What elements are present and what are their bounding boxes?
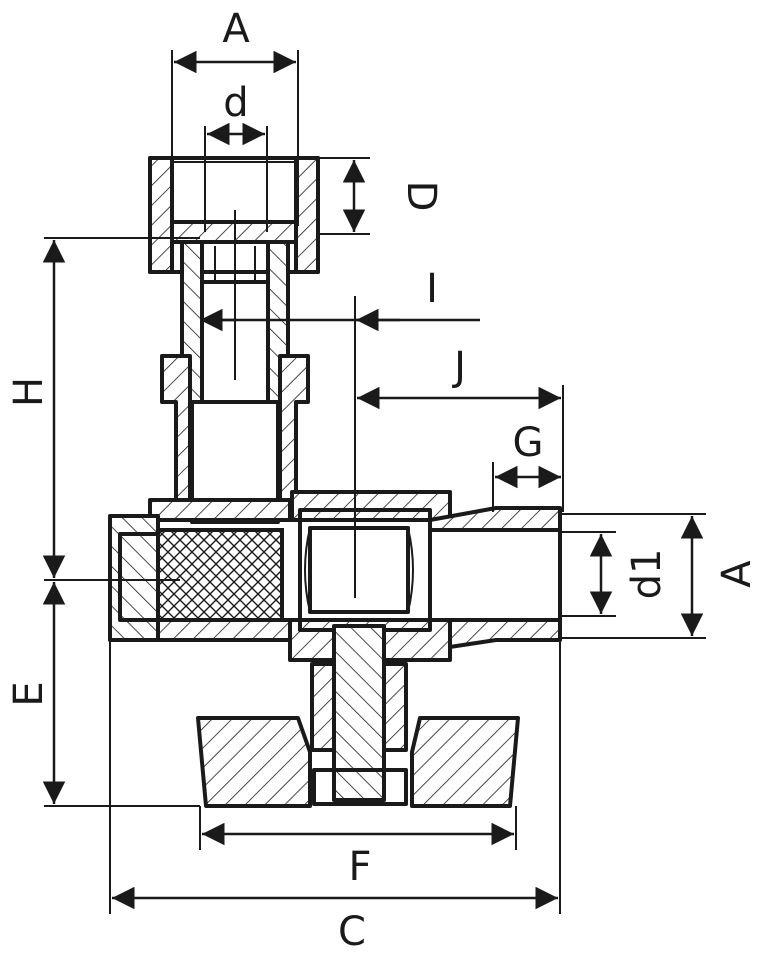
right-outlet bbox=[428, 528, 562, 622]
top-union-nut bbox=[148, 156, 320, 274]
vertical-neck bbox=[160, 354, 310, 524]
left-union-nut bbox=[108, 514, 160, 642]
valve-body bbox=[108, 156, 562, 808]
dimension-labels: A d D I H J G d1 A E F C bbox=[6, 6, 760, 955]
label-I: I bbox=[426, 266, 438, 312]
label-A-right: A bbox=[714, 560, 760, 588]
label-D: D bbox=[398, 181, 444, 212]
label-F: F bbox=[348, 844, 371, 890]
label-C: C bbox=[338, 909, 366, 955]
ball-chamber bbox=[298, 508, 432, 632]
label-d1: d1 bbox=[624, 549, 670, 600]
knurled-insert bbox=[156, 528, 284, 622]
label-G: G bbox=[513, 420, 544, 466]
dimension-lines bbox=[42, 50, 704, 910]
label-A-top: A bbox=[222, 6, 250, 52]
label-d: d bbox=[223, 80, 248, 126]
label-H: H bbox=[6, 377, 52, 407]
label-E: E bbox=[6, 681, 52, 706]
handwheel bbox=[196, 716, 520, 808]
label-J: J bbox=[451, 344, 466, 390]
extension-lines bbox=[44, 50, 706, 914]
stem bbox=[310, 624, 408, 806]
